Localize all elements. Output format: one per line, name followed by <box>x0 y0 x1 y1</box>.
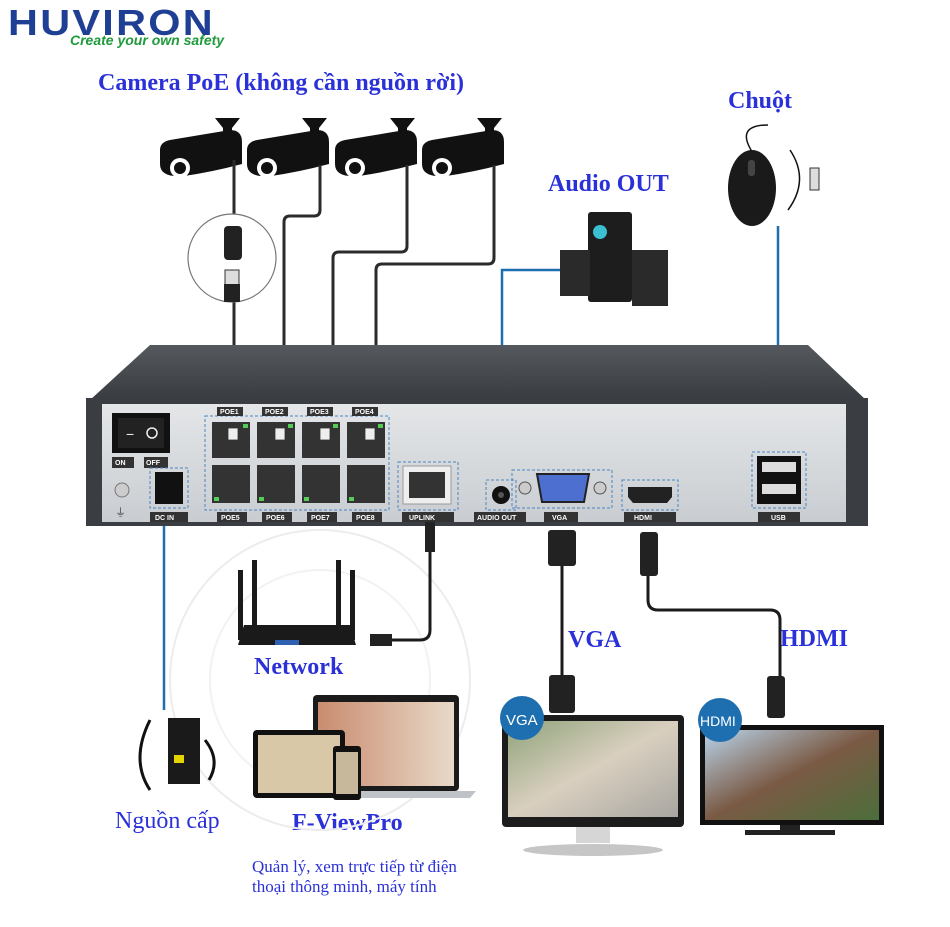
network-label: Network <box>254 654 344 680</box>
app-description: Quản lý, xem trực tiếp từ điện thoại thô… <box>252 857 457 896</box>
brand-tagline: Create your own safety <box>70 32 225 48</box>
svg-text:USB: USB <box>771 515 786 522</box>
cameras-label: Camera PoE (không cần nguồn rời) <box>98 70 464 96</box>
camera-3-icon <box>335 118 417 178</box>
app-label: F-ViewPro <box>292 810 403 836</box>
camera-icons <box>160 118 504 178</box>
nvr-back-panel: − ON OFF ⏚ DC IN POE1 <box>86 398 868 526</box>
vga-monitor-icon: VGA <box>500 696 684 856</box>
power-adapter-icon <box>138 718 216 791</box>
camera-2-icon <box>247 118 329 178</box>
svg-text:POE4: POE4 <box>355 409 374 416</box>
power-label: Nguồn cấp <box>115 808 220 834</box>
svg-text:POE7: POE7 <box>311 515 330 522</box>
camera-1-icon <box>160 118 242 178</box>
phone-icon <box>333 746 361 800</box>
camera-4-icon <box>422 118 504 178</box>
svg-text:POE1: POE1 <box>220 409 239 416</box>
svg-text:POE6: POE6 <box>266 515 285 522</box>
hdmi-label: HDMI <box>780 626 848 652</box>
audio-out-label: Audio OUT <box>548 171 669 197</box>
svg-text:POE2: POE2 <box>265 409 284 416</box>
vga-label: VGA <box>568 627 622 653</box>
hdmi-tv-icon: HDMI <box>698 698 884 835</box>
mouse-label: Chuột <box>728 88 793 114</box>
tablet-icon <box>253 730 345 798</box>
svg-text:ON: ON <box>115 460 126 467</box>
svg-text:⏚: ⏚ <box>115 506 126 519</box>
svg-text:−: − <box>126 426 134 442</box>
svg-text:OFF: OFF <box>146 460 161 467</box>
brand-logo: HUVIRON <box>8 2 216 43</box>
speaker-icon <box>560 212 668 306</box>
svg-text:VGA: VGA <box>506 712 538 729</box>
svg-text:AUDIO OUT: AUDIO OUT <box>477 515 517 522</box>
svg-text:POE5: POE5 <box>221 515 240 522</box>
mouse-icon <box>728 124 820 226</box>
network-cable <box>390 525 432 642</box>
hdmi-cable <box>646 570 782 680</box>
svg-text:HDMI: HDMI <box>634 515 652 522</box>
svg-text:POE3: POE3 <box>310 409 329 416</box>
router-icon <box>238 560 356 645</box>
svg-text:VGA: VGA <box>552 515 567 522</box>
svg-text:DC IN: DC IN <box>155 515 174 522</box>
svg-text:UPLINK: UPLINK <box>409 515 435 522</box>
svg-text:POE8: POE8 <box>356 515 375 522</box>
svg-text:HDMI: HDMI <box>700 713 736 729</box>
